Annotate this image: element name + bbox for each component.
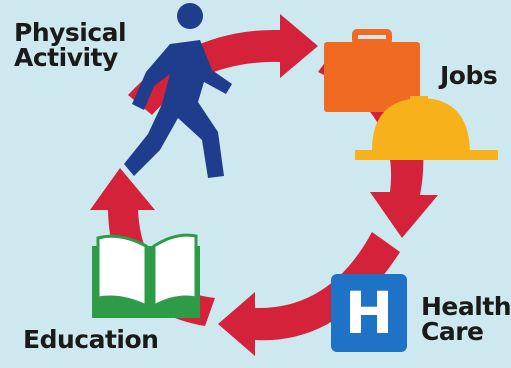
- health-care-label-line1: Health: [421, 292, 511, 321]
- jobs-label: Jobs: [440, 61, 498, 90]
- cycle-arrow-bottom: [218, 232, 400, 356]
- cycle-arrow-left: [90, 168, 215, 326]
- cycle-arrow-right: [318, 42, 438, 238]
- physical-activity-label-line1: Physical: [14, 18, 127, 47]
- physical-activity-label-line2: Activity: [14, 43, 118, 72]
- hospital-sign-icon: [331, 274, 407, 352]
- hospital-sign-letter: H: [344, 279, 394, 347]
- health-care-label: Health Care: [421, 294, 511, 344]
- health-care-label-line2: Care: [421, 317, 484, 346]
- walking-person-icon: [124, 3, 232, 178]
- physical-activity-label: Physical Activity: [14, 18, 127, 72]
- education-label: Education: [23, 325, 159, 354]
- open-book-icon: [92, 233, 200, 318]
- hard-hat-icon: [355, 96, 498, 160]
- briefcase-icon: [324, 29, 420, 112]
